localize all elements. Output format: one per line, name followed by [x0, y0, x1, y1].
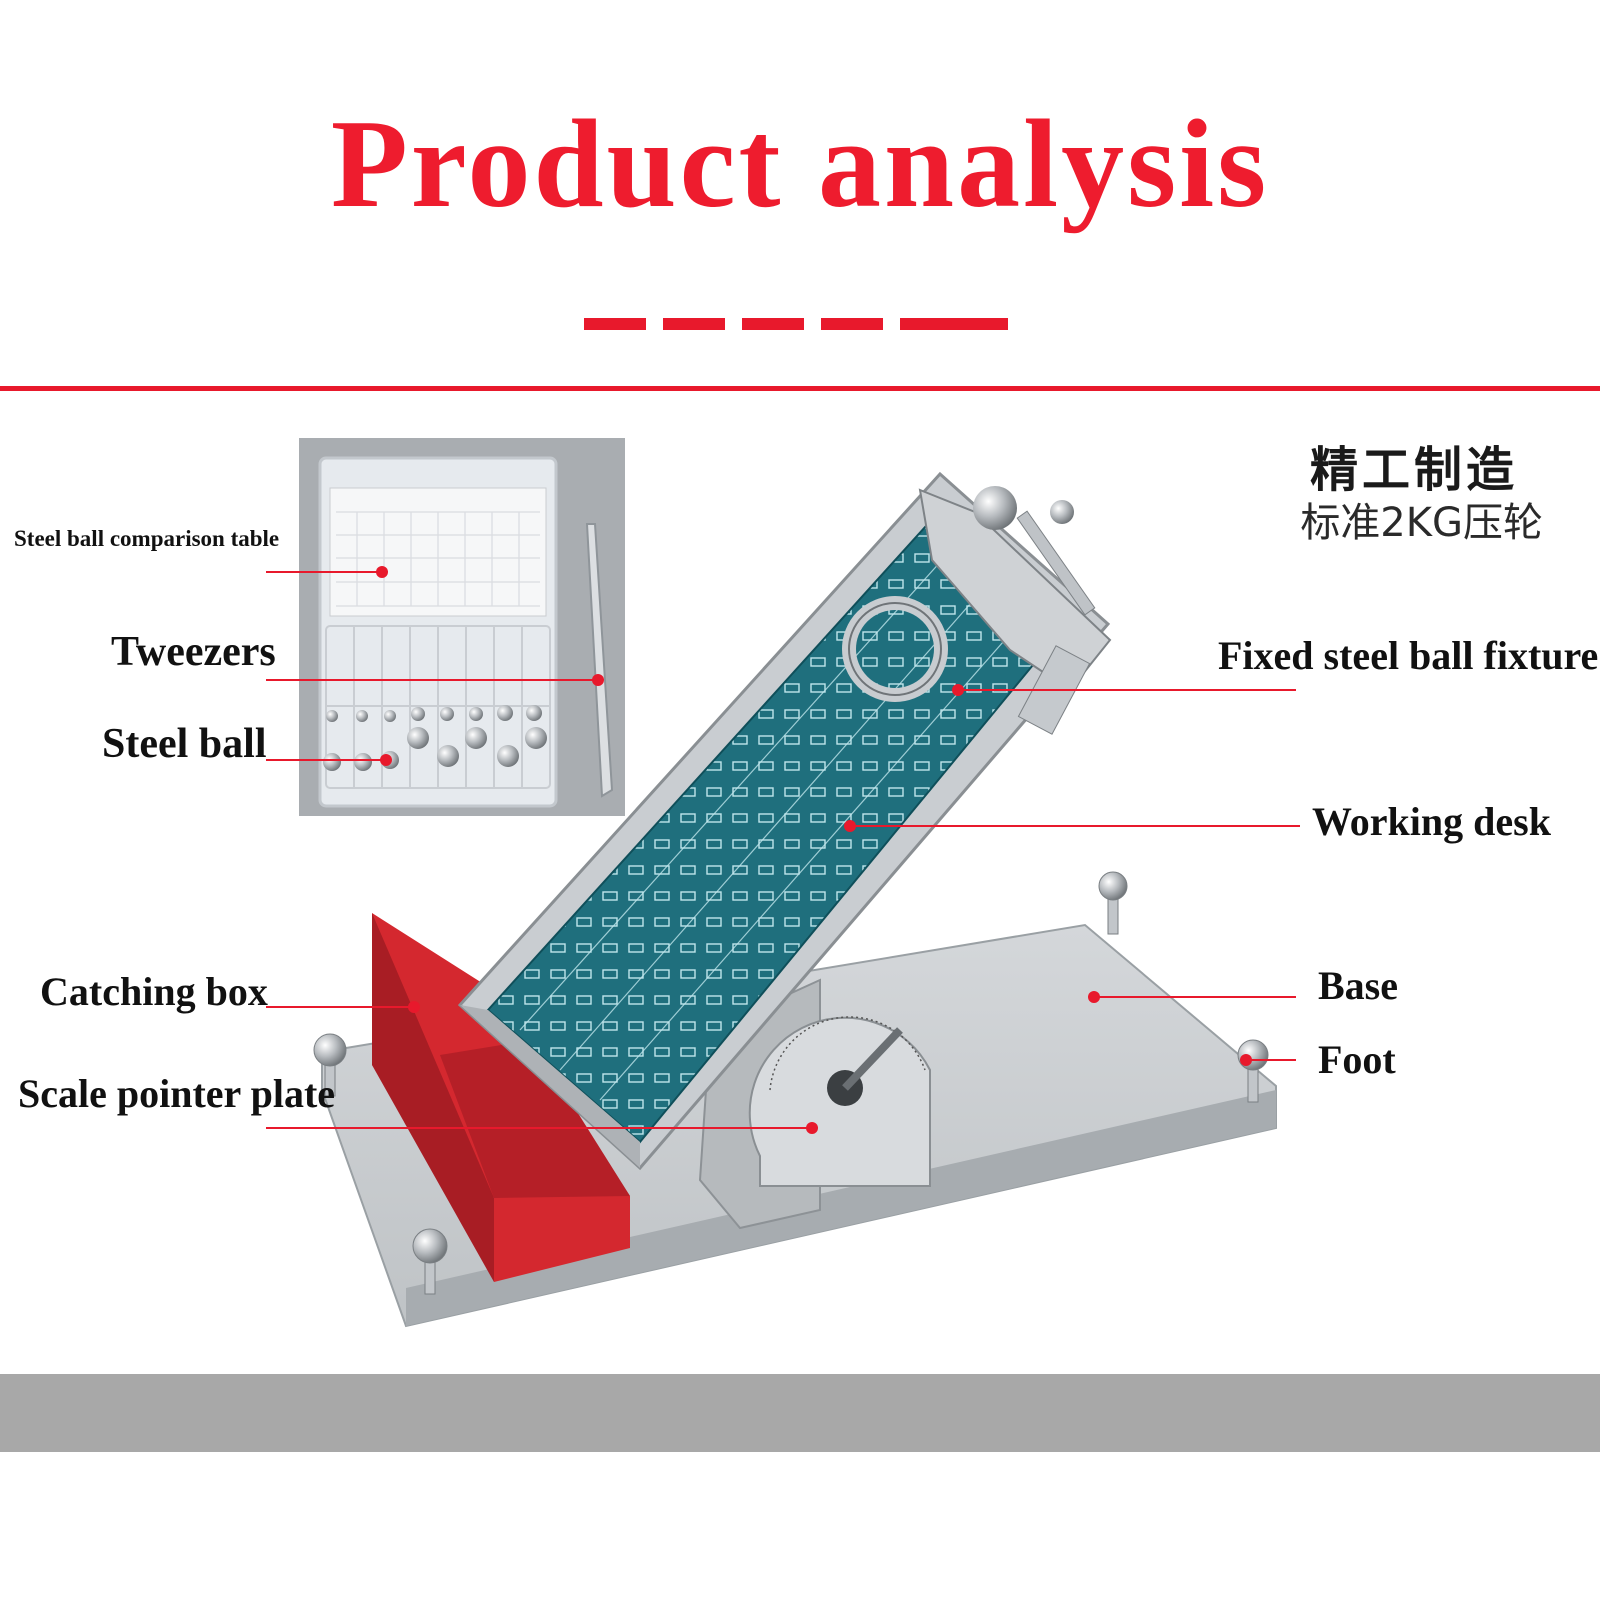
cn-heading: 精工制造 [1309, 442, 1518, 498]
scale-plate [748, 1016, 931, 1187]
accessories-photo [299, 438, 625, 816]
title-underline-dashes [584, 318, 1008, 330]
label-scale-pointer-plate: Scale pointer plate [18, 1071, 336, 1116]
label-working-desk: Working desk [1312, 799, 1551, 844]
leader-lines [266, 566, 1300, 1134]
label-comparison-table: Steel ball comparison table [14, 526, 280, 551]
label-catching-box: Catching box [40, 969, 268, 1014]
catching-box [372, 913, 630, 1282]
section-divider [0, 386, 1600, 391]
label-base: Base [1318, 963, 1398, 1008]
label-foot: Foot [1318, 1037, 1396, 1082]
bottom-band [0, 1374, 1600, 1452]
page-title: Product analysis [330, 95, 1270, 234]
fixture [842, 486, 1112, 735]
label-steel-ball: Steel ball [102, 721, 267, 767]
label-fixture: Fixed steel ball fixture [1218, 633, 1599, 678]
cn-subheading: 标准2KG压轮 [1300, 500, 1543, 546]
label-tweezers: Tweezers [111, 629, 276, 675]
